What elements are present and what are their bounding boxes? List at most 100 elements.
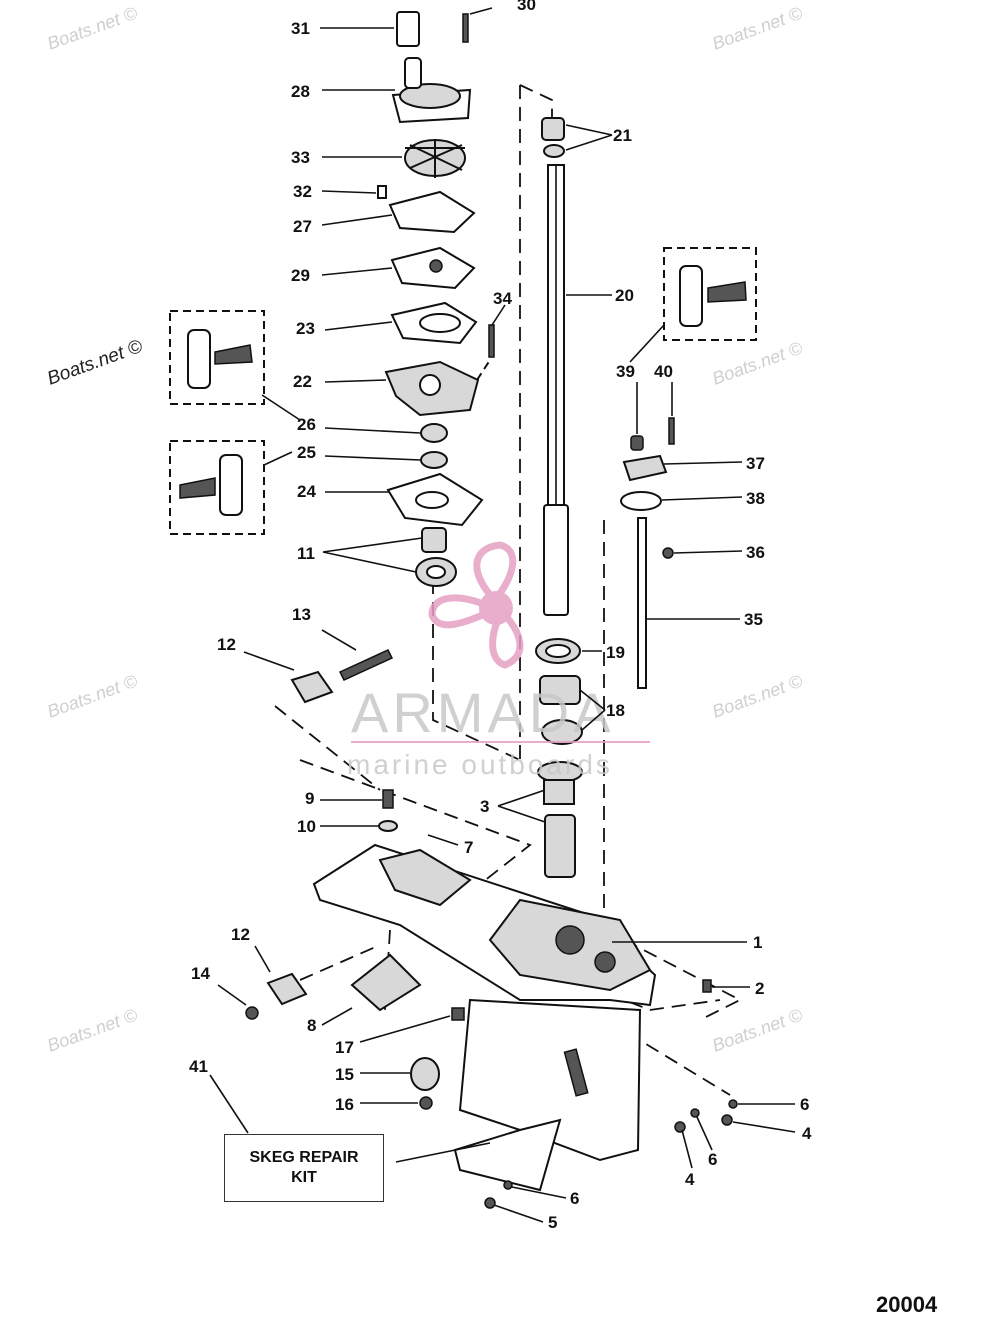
screw-part (488, 324, 495, 358)
tapered-bearing-part (541, 719, 583, 745)
callout-label: 40 (654, 362, 673, 381)
washer-part (728, 1099, 738, 1109)
drive-key-part (377, 185, 387, 199)
callout-label: 3 (480, 797, 489, 816)
callout-label: 12 (217, 635, 236, 654)
callout-label: 6 (708, 1150, 717, 1169)
trim-tab-part (350, 953, 422, 1012)
skeg-repair-kit-box: SKEG REPAIR KIT (224, 1134, 384, 1202)
sealant-inset (169, 440, 265, 535)
assembly-lines (274, 84, 742, 1096)
callout-label: 4 (802, 1124, 812, 1143)
callout-label: 10 (297, 817, 316, 836)
water-pump-parts (377, 11, 495, 587)
brand-logo: ARMADA marine outboards (347, 541, 650, 780)
callout-label: 31 (291, 19, 310, 38)
callout-label: 13 (292, 605, 311, 624)
o-ring-part (620, 491, 662, 511)
watermark: Boats.net © (710, 337, 806, 388)
anode-part (290, 670, 334, 704)
bolt-part (382, 789, 394, 809)
washer-part (503, 1180, 513, 1190)
bushing-part (630, 435, 644, 451)
sealant-inset (663, 247, 757, 341)
callout-label: 15 (335, 1065, 354, 1084)
watermark: Boats.net © (710, 2, 806, 53)
kit-label-line2: KIT (291, 1169, 317, 1186)
watermark: Boats.net © (710, 670, 806, 721)
callout-label: 27 (293, 217, 312, 236)
skeg-part (453, 1118, 562, 1192)
bearing-part (543, 779, 575, 805)
callout-label: 35 (744, 610, 763, 629)
driveshaft-parts (535, 117, 675, 878)
kit-label-line1: SKEG REPAIR (249, 1149, 359, 1166)
callout-label: 34 (493, 289, 512, 308)
washer-part (690, 1108, 700, 1118)
callout-label: 30 (517, 0, 536, 14)
callout-label: 12 (231, 925, 250, 944)
brand-tagline: marine outboards (347, 749, 613, 780)
anode-part (266, 972, 308, 1006)
gear-housing (245, 649, 738, 1209)
screw-part (674, 1121, 686, 1133)
watermark: Boats.net © (45, 2, 141, 53)
washer-part (543, 144, 565, 158)
shift-shaft-part (637, 517, 647, 689)
screw-part (721, 1114, 733, 1126)
oil-seal-part (420, 451, 448, 469)
callout-label: 7 (464, 838, 473, 857)
callout-label: 5 (548, 1213, 557, 1232)
oil-seal-part (420, 423, 448, 443)
sleeve-part (396, 11, 420, 47)
screw-part (484, 1197, 496, 1209)
sealant-inset-boxes (169, 247, 757, 535)
washer-part (378, 820, 398, 832)
callout-label: 6 (570, 1189, 579, 1208)
callout-label: 32 (293, 182, 312, 201)
callout-label: 14 (191, 964, 210, 983)
callout-label: 33 (291, 148, 310, 167)
callout-label: 26 (297, 415, 316, 434)
screw-part (338, 649, 394, 681)
callout-label: 1 (753, 933, 762, 952)
watermark: Boats.net © (45, 670, 141, 721)
callout-label: 37 (746, 454, 765, 473)
screw-part (462, 13, 469, 43)
watermark: Boats.net © (45, 336, 146, 390)
callout-label: 28 (291, 82, 310, 101)
figure-number: 20004 (876, 1292, 938, 1317)
callout-label: 20 (615, 286, 634, 305)
callout-label: 23 (296, 319, 315, 338)
callout-label: 38 (746, 489, 765, 508)
callout-label: 29 (291, 266, 310, 285)
bushing-part (541, 117, 565, 141)
callout-label: 9 (305, 789, 314, 808)
callout-label: 6 (800, 1095, 809, 1114)
pump-housing-top (399, 83, 461, 109)
gasket-part (388, 190, 476, 234)
callout-labels: 31 30 28 33 32 27 29 23 34 22 26 25 24 1… (189, 0, 812, 1232)
leader-lines (209, 7, 796, 1223)
callout-label: 4 (685, 1170, 695, 1189)
callout-label: 39 (616, 362, 635, 381)
callout-label: 22 (293, 372, 312, 391)
watermark: Boats.net © (45, 1004, 141, 1055)
nut-part (419, 1096, 433, 1110)
callout-label: 2 (755, 979, 764, 998)
callout-label: 36 (746, 543, 765, 562)
callout-label: 18 (606, 701, 625, 720)
sealant-inset (169, 310, 265, 405)
callout-label: 8 (307, 1016, 316, 1035)
callout-label: 24 (297, 482, 316, 501)
impeller-part (404, 139, 466, 178)
watermark: Boats.net © (710, 1004, 806, 1055)
pinion-gear-part (410, 1057, 440, 1091)
screw-part (668, 417, 675, 445)
bearing-part (421, 527, 447, 553)
callout-label: 41 (189, 1057, 208, 1076)
brand-name: ARMADA (351, 681, 615, 744)
callout-label: 16 (335, 1095, 354, 1114)
